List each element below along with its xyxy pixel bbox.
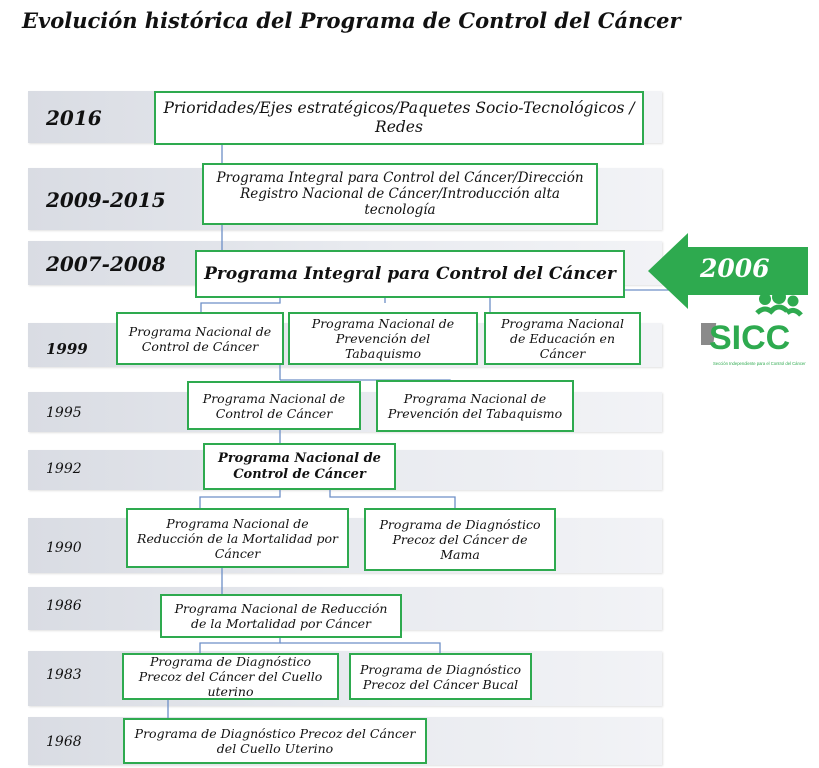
program-box-1995-tabaquismo: Programa Nacional de Prevención del Taba… [376, 380, 574, 432]
connector-line [329, 490, 456, 508]
program-box-1983-cuello: Programa de Diagnóstico Precoz del Cánce… [122, 653, 339, 700]
year-label-1990: 1990 [46, 540, 82, 556]
connector-line [280, 642, 441, 653]
program-box-1995-control: Programa Nacional de Control de Cáncer [187, 381, 361, 430]
year-label-1995: 1995 [46, 405, 82, 421]
connector-line [199, 638, 281, 653]
program-box-2016: Prioridades/Ejes estratégicos/Paquetes S… [154, 91, 644, 145]
year-label-1983: 1983 [46, 667, 82, 683]
program-box-1983-bucal: Programa de Diagnóstico Precoz del Cánce… [349, 653, 532, 700]
year-label-2016: 2016 [46, 106, 102, 130]
year-label-2009-2015: 2009-2015 [46, 188, 166, 212]
year-label-2007-2008: 2007-2008 [46, 252, 166, 276]
year-label-1968: 1968 [46, 734, 82, 750]
program-box-2007-2008: Programa Integral para Control del Cánce… [195, 250, 625, 298]
arrow-2006 [648, 233, 808, 309]
svg-text:SICC: SICC [709, 319, 790, 357]
svg-text:Sección Independiente para el: Sección Independiente para el Control de… [713, 361, 806, 366]
program-box-1986: Programa Nacional de Reducción de la Mor… [160, 594, 402, 638]
connector-line [199, 490, 281, 508]
program-box-1999-educacion: Programa Nacional de Educación en Cáncer [484, 312, 641, 365]
program-box-1999-tabaquismo: Programa Nacional de Prevención del Taba… [288, 312, 478, 365]
arrow-shape [648, 233, 808, 309]
program-box-1990-reduccion: Programa Nacional de Reducción de la Mor… [126, 508, 349, 568]
program-box-2009-2015: Programa Integral para Control del Cánce… [202, 163, 598, 225]
program-box-1992: Programa Nacional de Control de Cáncer [203, 443, 396, 490]
page-title: Evolución histórica del Programa de Cont… [22, 8, 681, 33]
program-box-1999-control: Programa Nacional de Control de Cáncer [116, 312, 284, 365]
year-label-1992: 1992 [46, 461, 82, 477]
sicc-logo: SICC Sección Independiente para el Contr… [701, 290, 806, 366]
program-box-1990-mama: Programa de Diagnóstico Precoz del Cánce… [364, 508, 556, 571]
year-label-1986: 1986 [46, 598, 82, 614]
program-box-1968: Programa de Diagnóstico Precoz del Cánce… [123, 718, 427, 764]
arrow-label: 2006 [700, 254, 770, 283]
connector-line [200, 298, 281, 312]
year-label-1999: 1999 [46, 340, 88, 358]
